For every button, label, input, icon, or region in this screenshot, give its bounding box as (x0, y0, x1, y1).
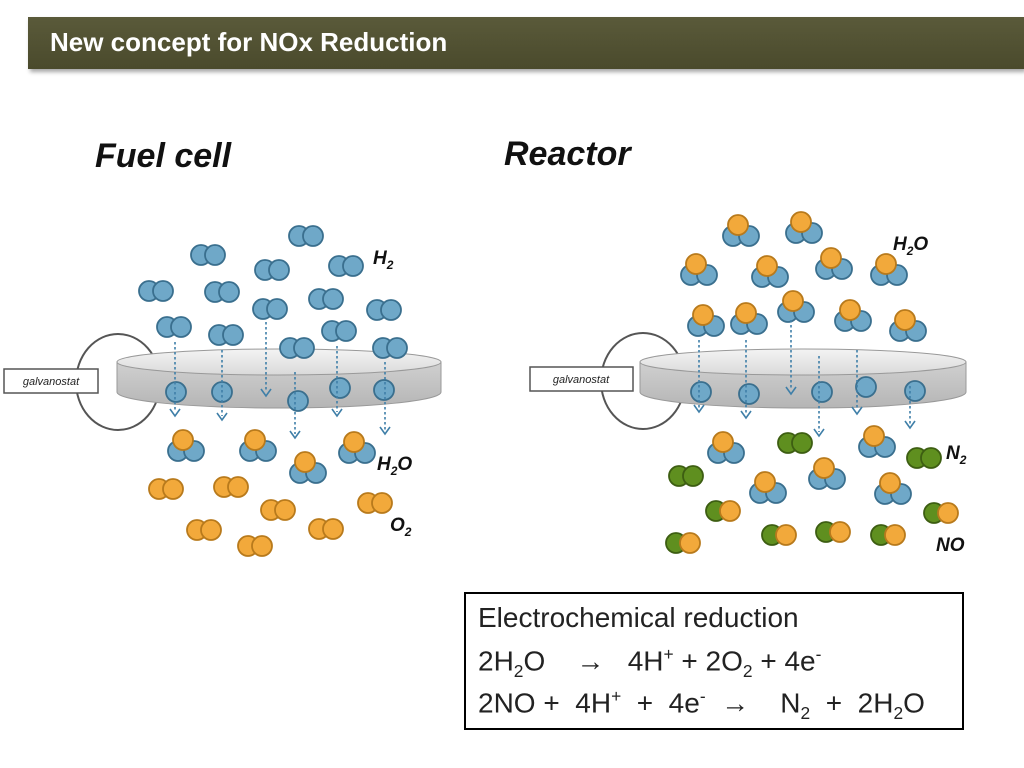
reactor-h2o-label: H2O (893, 234, 928, 258)
h2o-molecule (167, 429, 205, 462)
h-atom (855, 376, 877, 398)
h2-molecule (138, 280, 174, 302)
dashed-arrow (740, 340, 752, 420)
o2-molecule (148, 478, 184, 500)
dashed-arrow (289, 372, 301, 440)
fuel-cell-h2-label: H2 (373, 248, 394, 272)
h2o-molecule (722, 214, 760, 247)
h2-molecule (208, 324, 244, 346)
equation-no-reduction: 2NO + 4H+ + 4e- → N2 + 2H2O (478, 686, 925, 723)
fuel-cell-arrows (169, 322, 391, 440)
h2o-molecule (680, 253, 718, 286)
no-molecule (815, 521, 851, 543)
fuel-cell-h2o-label: H2O (377, 454, 412, 478)
reactor-n2-label: N2 (946, 443, 967, 467)
h2-molecule (328, 255, 364, 277)
dashed-arrow (813, 356, 825, 438)
reactor-galvanostat-box (529, 366, 634, 392)
h2-molecule (366, 299, 402, 321)
page-title: New concept for NOx Reduction (50, 27, 448, 57)
equation-box: Electrochemical reduction 2H2O → 4H+ + 2… (464, 592, 964, 730)
fuel-cell-galvanostat-label: galvanostat (23, 376, 80, 388)
dashed-arrow (693, 340, 705, 414)
fuel-cell-assembly: galvanostat (3, 333, 442, 431)
reactor-no-label: NO (936, 535, 965, 556)
no-molecule (923, 502, 959, 524)
o2-molecule (308, 518, 344, 540)
fuel-cell-o2-label: O2 (390, 515, 412, 539)
h2-molecule (254, 259, 290, 281)
equation-water-oxidation: 2H2O → 4H+ + 2O2 + 4e- (478, 644, 822, 681)
n2-molecule (777, 432, 813, 454)
h2o-molecule (870, 253, 908, 286)
reactor-assembly: galvanostat (529, 332, 967, 430)
dashed-arrow (904, 386, 916, 430)
h2-molecule (321, 320, 357, 342)
h2o-molecule (889, 309, 927, 342)
h2-molecule (252, 298, 288, 320)
h-atom (373, 379, 395, 401)
h2o-molecule (749, 471, 787, 504)
h2o-molecule (815, 247, 853, 280)
reactor-title: Reactor (504, 135, 631, 173)
h2-molecule (156, 316, 192, 338)
n2-molecule (668, 465, 704, 487)
o2-molecule (213, 476, 249, 498)
h2o-molecule (338, 431, 376, 464)
h-atom (287, 390, 309, 412)
dashed-arrow (331, 346, 343, 418)
no-molecule (705, 500, 741, 522)
fuel-cell-disc (116, 348, 442, 376)
h2o-molecule (777, 290, 815, 323)
h2o-molecule (707, 431, 745, 464)
h-atom (690, 381, 712, 403)
o2-molecule (357, 492, 393, 514)
h2o-molecule (874, 472, 912, 505)
o2-molecule (260, 499, 296, 521)
reactor-disc (639, 348, 967, 376)
reactor-galvanostat-label: galvanostat (553, 374, 610, 386)
equation-heading: Electrochemical reduction (478, 602, 799, 633)
dashed-arrow (260, 322, 272, 398)
h2-molecule (190, 244, 226, 266)
o2-molecule (186, 519, 222, 541)
h-atom (165, 381, 187, 403)
h2o-molecule (858, 425, 896, 458)
h-atom (904, 380, 926, 402)
h2-molecule (308, 288, 344, 310)
reactor-arrows (693, 320, 916, 438)
no-molecule (761, 524, 797, 546)
h-atom (329, 377, 351, 399)
h-atom (738, 383, 760, 405)
dashed-arrow (379, 362, 391, 436)
o2-molecule (237, 535, 273, 557)
n2-molecule (906, 447, 942, 469)
h2o-molecule (687, 304, 725, 337)
fuel-cell-galvanostat-box (3, 368, 99, 394)
title-bar: New concept for NOx Reduction (28, 17, 1024, 69)
no-molecule (665, 532, 701, 554)
no-molecule (870, 524, 906, 546)
h2o-molecule (730, 302, 768, 335)
reactor-molecules (665, 211, 959, 554)
h2o-molecule (834, 299, 872, 332)
h2o-molecule (239, 429, 277, 462)
h2-molecule (372, 337, 408, 359)
dashed-arrow (169, 342, 181, 418)
dashed-arrow (216, 350, 228, 422)
dashed-arrow (785, 320, 797, 396)
dashed-arrow (851, 350, 863, 416)
h2-molecule (204, 281, 240, 303)
h-atom (811, 381, 833, 403)
h2-molecule (279, 337, 315, 359)
fuel-cell-title: Fuel cell (95, 137, 232, 175)
h2-molecule (288, 225, 324, 247)
h2o-molecule (751, 255, 789, 288)
h2o-molecule (808, 457, 846, 490)
h2o-molecule (289, 451, 327, 484)
h2o-molecule (785, 211, 823, 244)
fuel-cell-molecules (138, 225, 408, 557)
